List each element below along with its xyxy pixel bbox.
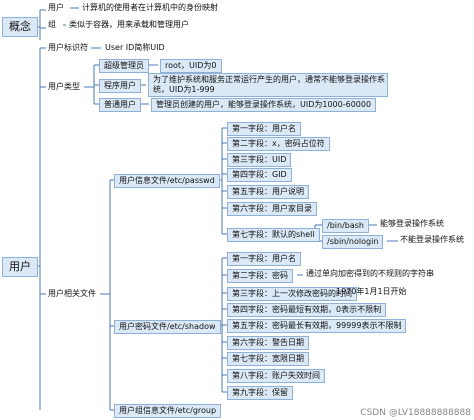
shadow-file: 用户密码文件/etc/shadow (114, 320, 221, 334)
shell-nologin-desc: 不能登录操作系统 (400, 235, 464, 244)
user-type-program-desc-line1: 为了维护系统和服务正常运行产生的用户，通常不能够登录操作系 (153, 75, 385, 84)
shell-bash: /bin/bash (322, 219, 369, 233)
uid-label: 用户标识符 (48, 43, 88, 52)
shadow-field-8: 第八字段：账户失效时间 (227, 369, 325, 383)
passwd-field-4: 第四字段：GID (227, 168, 292, 182)
user-type-super-desc: root，UID为0 (160, 59, 222, 73)
shell-nologin: /sbin/nologin (322, 235, 384, 249)
user-type-label: 用户类型 (48, 82, 80, 91)
shadow-field-3: 第三字段：上一次修改密码的时间 (227, 287, 357, 301)
shadow-field-7: 第七字段：宽限日期 (227, 352, 309, 366)
passwd-field-3: 第三字段：UID (227, 153, 292, 167)
user-type-program: 程序用户 (99, 79, 141, 93)
passwd-field-5: 第五字段：用户说明 (227, 185, 309, 199)
watermark: CSDN @LV18888888888 (360, 408, 471, 418)
group-file: 用户组信息文件/etc/group (114, 404, 222, 418)
shadow-field-2-desc: 通过单向加密得到的不规则的字符串 (306, 269, 434, 278)
shadow-field-2: 第二字段：密码 (227, 269, 293, 283)
shadow-field-3-desc: 1970年1月1日开始 (336, 287, 407, 296)
passwd-field-2: 第二字段：x，密码占位符 (227, 137, 330, 151)
user-type-normal-desc: 管理员创建的用户，能够登录操作系统，UID为1000-60000 (151, 98, 377, 112)
shadow-field-5: 第五字段：密码最长有效期，99999表示不限制 (227, 319, 407, 333)
passwd-field-6: 第六字段：用户家目录 (227, 202, 317, 216)
files-label: 用户相关文件 (48, 289, 96, 298)
shadow-field-1: 第一字段：用户名 (227, 252, 301, 266)
concept-user-label: 用户 (48, 3, 64, 12)
shadow-field-9: 第九字段：保留 (227, 386, 293, 400)
passwd-field-7: 第七字段：默认的shell (227, 228, 320, 242)
shadow-field-6: 第六字段：警告日期 (227, 336, 309, 350)
concept-user-desc: 计算机的使用者在计算机中的身份映射 (82, 3, 218, 12)
user-type-super: 超级管理员 (99, 59, 149, 73)
user-type-normal: 普通用户 (99, 98, 141, 112)
shadow-field-4: 第四字段：密码最短有效期，0表示不限制 (227, 303, 387, 317)
concept-node: 概念 (2, 17, 38, 37)
passwd-file: 用户信息文件/etc/passwd (114, 174, 220, 188)
user-type-program-desc-line2: 统，UID为1-999 (153, 85, 215, 94)
passwd-field-1: 第一字段：用户名 (227, 122, 301, 136)
user-type-program-desc: 为了维护系统和服务正常运行产生的用户，通常不能够登录操作系 统，UID为1-99… (148, 73, 388, 97)
root-node: 用户 (2, 257, 38, 277)
shell-bash-desc: 能够登录操作系统 (380, 219, 444, 228)
concept-group-desc: 类似于容器，用来承载和管理用户 (69, 20, 189, 29)
uid-desc: User ID简称UID (105, 43, 165, 52)
concept-group-label: 组 (48, 20, 56, 29)
